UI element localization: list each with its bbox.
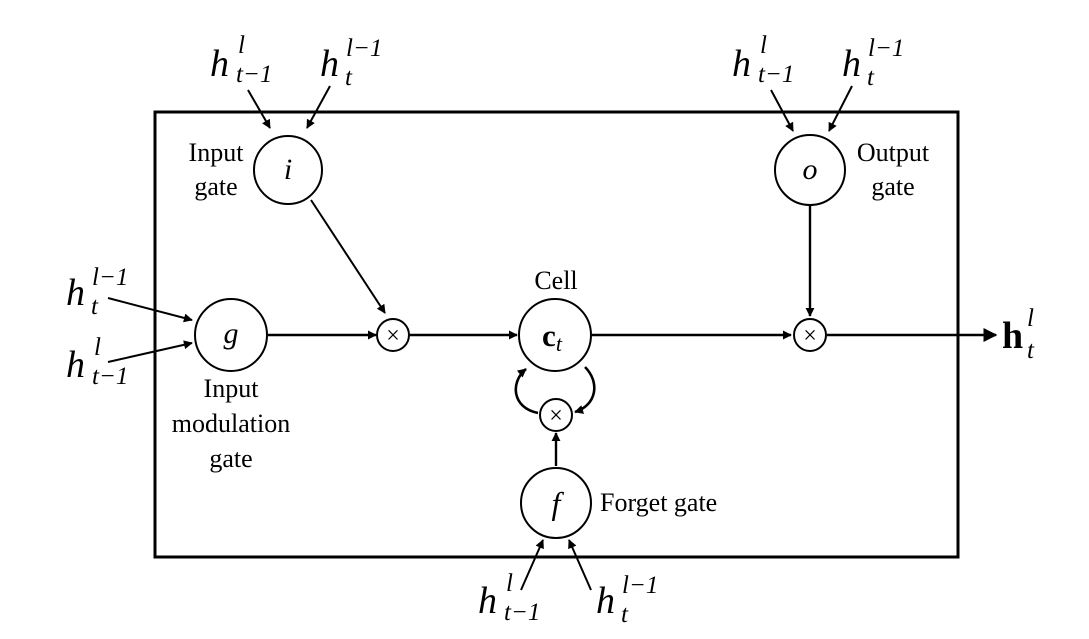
arrow-f-in-2 xyxy=(568,539,592,591)
svg-text:l: l xyxy=(1027,305,1034,332)
arrow-g-in-1 xyxy=(107,297,193,323)
svg-text:h: h xyxy=(596,580,615,622)
multiply-icon: × xyxy=(386,323,400,349)
input-gate-label-1: Input xyxy=(189,138,245,167)
input-f-hlm1-t: h l−1 t xyxy=(596,572,658,628)
node-input-gate: i xyxy=(253,135,323,205)
svg-text:l: l xyxy=(94,334,101,361)
multiply-icon: × xyxy=(803,323,817,349)
arrow-i-to-mult xyxy=(310,199,386,314)
multiply-node-forget: × xyxy=(539,398,573,432)
svg-text:l: l xyxy=(760,32,767,59)
output-hl-t: h l t xyxy=(1002,305,1035,364)
svg-text:h: h xyxy=(66,344,85,386)
node-cell: ct xyxy=(518,298,592,372)
input-f-hl-tm1: h l t−1 xyxy=(478,570,540,626)
svg-text:t−1: t−1 xyxy=(236,61,272,88)
svg-text:ct: ct xyxy=(542,318,563,356)
forget-gate-label: Forget gate xyxy=(600,488,717,517)
multiply-node-input: × xyxy=(376,318,410,352)
arrow-o-in-2 xyxy=(828,85,853,132)
svg-text:l: l xyxy=(506,570,513,597)
arrow-f-in-1 xyxy=(520,539,544,591)
node-o-symbol: o xyxy=(803,153,818,186)
arrow-i-in-1 xyxy=(247,89,271,129)
loop-left xyxy=(514,367,539,415)
svg-text:h: h xyxy=(842,43,861,85)
input-gate-label-2: gate xyxy=(194,172,237,201)
svg-text:h: h xyxy=(478,580,497,622)
svg-text:t−1: t−1 xyxy=(504,599,540,626)
node-g-symbol: g xyxy=(224,317,239,350)
input-g-hl-tm1: h l t−1 xyxy=(66,334,128,390)
svg-text:t: t xyxy=(621,601,629,628)
svg-text:t−1: t−1 xyxy=(92,363,128,390)
arrow-g-in-2 xyxy=(107,340,193,363)
arrow-i-in-2 xyxy=(306,85,331,129)
output-gate-label-1: Output xyxy=(857,138,930,167)
svg-text:l−1: l−1 xyxy=(622,572,658,599)
input-o-hl-tm1: h l t−1 xyxy=(732,32,794,88)
input-modulation-label-2: modulation xyxy=(172,409,290,438)
node-output-gate: o xyxy=(774,134,846,206)
svg-text:t: t xyxy=(345,64,353,91)
node-i-symbol: i xyxy=(284,153,292,186)
input-modulation-label-1: Input xyxy=(204,374,260,403)
svg-text:t: t xyxy=(91,293,99,320)
svg-text:t: t xyxy=(867,64,875,91)
node-input-modulation-gate: g xyxy=(194,298,268,372)
svg-text:h: h xyxy=(210,43,229,85)
svg-text:h: h xyxy=(732,43,751,85)
svg-text:l−1: l−1 xyxy=(92,264,128,291)
node-forget-gate: f xyxy=(520,467,592,539)
svg-text:l: l xyxy=(238,32,245,59)
cell-subscript: t xyxy=(556,331,563,356)
input-i-hl-tm1: h l t−1 xyxy=(210,32,272,88)
loop-right xyxy=(574,366,596,414)
svg-text:t: t xyxy=(1027,337,1035,364)
input-modulation-label-3: gate xyxy=(209,444,252,473)
cell-symbol: c xyxy=(542,318,556,353)
arrow-o-in-1 xyxy=(770,89,794,132)
svg-text:l−1: l−1 xyxy=(868,35,904,62)
input-g-hlm1-t: h l−1 t xyxy=(66,264,128,320)
svg-text:t−1: t−1 xyxy=(758,61,794,88)
svg-text:h: h xyxy=(320,43,339,85)
svg-text:h: h xyxy=(1002,315,1023,357)
cell-label: Cell xyxy=(534,266,577,295)
svg-text:l−1: l−1 xyxy=(346,35,382,62)
multiply-node-output: × xyxy=(793,318,827,352)
input-o-hlm1-t: h l−1 t xyxy=(842,35,904,91)
multiply-icon: × xyxy=(549,403,563,429)
output-gate-label-2: gate xyxy=(871,172,914,201)
input-i-hlm1-t: h l−1 t xyxy=(320,35,382,91)
svg-text:h: h xyxy=(66,272,85,314)
